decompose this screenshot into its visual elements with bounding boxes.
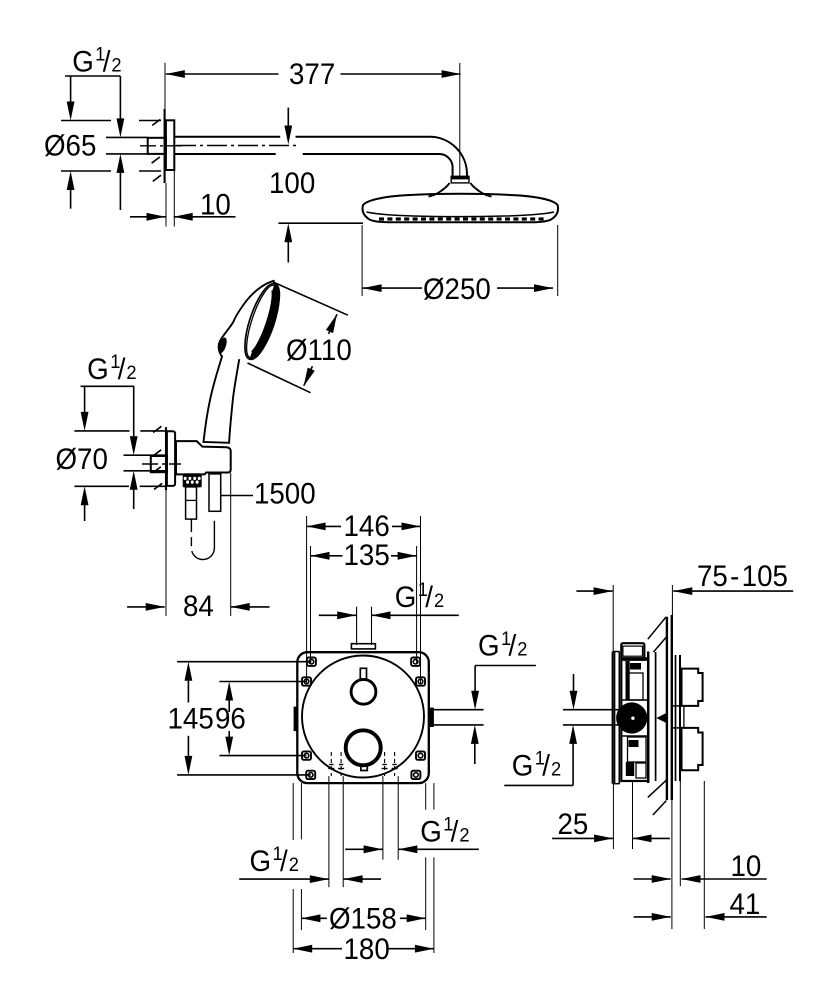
svg-text:/: /	[103, 46, 111, 79]
svg-text:1: 1	[535, 748, 545, 770]
svg-text:G: G	[395, 581, 417, 614]
svg-text:2: 2	[551, 759, 561, 781]
svg-text:10: 10	[200, 189, 231, 222]
svg-text:100: 100	[269, 167, 315, 200]
svg-text:1: 1	[95, 44, 105, 66]
svg-text:2: 2	[434, 591, 444, 613]
svg-text:G: G	[512, 750, 534, 783]
svg-text:/: /	[425, 581, 433, 614]
svg-text:1: 1	[501, 628, 511, 650]
svg-text:Ø110: Ø110	[286, 334, 352, 367]
svg-text:135: 135	[344, 539, 390, 572]
svg-text:2: 2	[459, 825, 469, 847]
svg-text:Ø70: Ø70	[56, 443, 108, 476]
svg-text:146: 146	[344, 510, 390, 543]
svg-text:1: 1	[273, 844, 283, 866]
svg-text:75 - 105: 75 - 105	[697, 560, 788, 593]
svg-text:2: 2	[126, 362, 136, 384]
svg-text:2: 2	[289, 854, 299, 876]
svg-text:2: 2	[517, 639, 527, 661]
svg-text:84: 84	[183, 590, 214, 623]
svg-text:96: 96	[215, 703, 246, 736]
svg-text:G: G	[420, 816, 442, 849]
svg-text:Ø158: Ø158	[329, 903, 397, 936]
svg-text:145: 145	[168, 703, 214, 736]
svg-text:2: 2	[111, 55, 121, 77]
svg-text:1: 1	[110, 352, 120, 374]
svg-text:Ø65: Ø65	[44, 130, 96, 163]
svg-text:10: 10	[731, 850, 762, 883]
svg-text:/: /	[280, 845, 288, 878]
svg-text:/: /	[509, 630, 517, 663]
svg-text:25: 25	[558, 808, 589, 841]
svg-text:1: 1	[443, 814, 453, 836]
svg-text:/: /	[451, 816, 459, 849]
svg-text:1500: 1500	[254, 478, 316, 511]
svg-text:180: 180	[344, 933, 390, 966]
svg-text:G: G	[478, 630, 500, 663]
svg-text:G: G	[87, 353, 109, 386]
svg-text:41: 41	[730, 888, 761, 921]
svg-text:/: /	[118, 353, 126, 386]
svg-text:/: /	[542, 750, 550, 783]
svg-text:377: 377	[289, 58, 335, 91]
svg-text:G: G	[72, 46, 94, 79]
svg-text:Ø250: Ø250	[423, 273, 491, 306]
svg-text:G: G	[250, 845, 272, 878]
svg-text:1: 1	[418, 580, 428, 602]
